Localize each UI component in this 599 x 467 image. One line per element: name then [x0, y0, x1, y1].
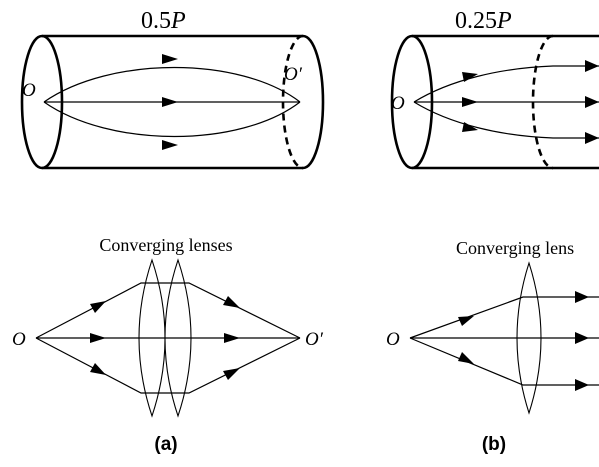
arrowhead [90, 333, 106, 343]
trajectory-a-upper [43, 67, 301, 103]
arrowhead [585, 132, 599, 144]
trajectory-b-upper [413, 65, 599, 103]
arrowhead [458, 352, 474, 364]
lens-title-a: Converging lenses [99, 235, 232, 255]
arrowhead [575, 291, 589, 303]
ray-a-lower [35, 337, 301, 394]
arrowhead [223, 368, 240, 380]
panel-b-lens: Converging lens O (b) [386, 238, 599, 455]
lens-title-b: Converging lens [456, 238, 574, 258]
arrowhead [90, 363, 106, 375]
ray-b-upper [409, 296, 599, 339]
field-label-b: 0.25P [455, 8, 512, 34]
point-label-o: O [22, 80, 36, 101]
caption-b: (b) [482, 434, 506, 455]
converging-lens [164, 258, 192, 418]
arrowhead [462, 97, 478, 107]
cylinder-a-back-solid [302, 34, 325, 170]
lens-point-label-o: O [12, 329, 26, 350]
caption-a: (a) [154, 434, 177, 455]
panel-a-cylinder: 0.5P O O′ [20, 8, 325, 170]
ray-b-lower [409, 337, 599, 386]
arrowhead [462, 72, 478, 82]
trajectory-a-lower [43, 101, 301, 137]
panel-b-cylinder: 0.25P O [390, 8, 599, 170]
converging-lens [138, 258, 166, 418]
arrowhead [462, 122, 478, 132]
arrowhead [162, 97, 178, 107]
arrowhead [162, 54, 178, 64]
trajectory-b-lower [413, 101, 599, 139]
point-label-o: O [391, 93, 405, 114]
point-label-o-prime: O′ [284, 64, 303, 85]
field-label-a: 0.5P [141, 8, 186, 34]
panel-a-lenses: Converging lenses O O′ (a) [12, 235, 324, 455]
arrowhead [90, 301, 106, 313]
arrowhead [585, 96, 599, 108]
lens-point-label-o-prime: O′ [305, 329, 324, 350]
lens-point-label-o: O [386, 329, 400, 350]
arrowhead [575, 379, 589, 391]
arrowhead [458, 316, 474, 326]
arrowhead [162, 140, 178, 150]
arrowhead [575, 332, 589, 344]
arrowhead [224, 333, 240, 343]
converging-lens [516, 261, 542, 415]
arrowhead [585, 60, 599, 72]
arrowhead [223, 296, 240, 308]
ray-a-upper [35, 282, 301, 339]
